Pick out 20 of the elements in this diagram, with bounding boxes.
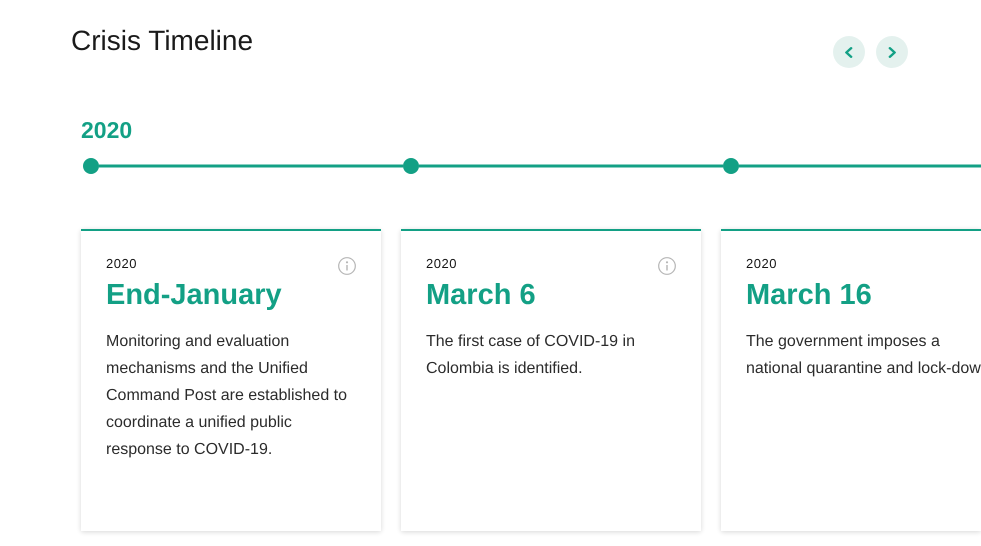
event-card: [401, 229, 701, 531]
timeline-dot: [83, 158, 99, 174]
event-card: [721, 229, 981, 531]
event-year: 2020: [106, 256, 137, 272]
event-description: Monitoring and evaluation mechanisms and the Unified Command Post are established to coordinate a unified public response to COVID-19.: [106, 332, 348, 460]
event-date: March 6: [426, 278, 536, 312]
page-title: Crisis Timeline: [71, 25, 254, 57]
event-card: [81, 229, 381, 531]
timeline-line: [419, 164, 723, 168]
timeline-line: [739, 164, 981, 168]
event-year: 2020: [426, 256, 457, 272]
event-year: 2020: [746, 256, 777, 272]
timeline-dot: [723, 158, 739, 174]
event-description: The first case of COVID-19 in Colombia is identified.: [426, 332, 636, 379]
event-date: End-January: [106, 278, 282, 312]
year-heading: 2020: [81, 117, 132, 144]
event-date: March 16: [746, 278, 872, 312]
timeline-dot: [403, 158, 419, 174]
timeline-line: [99, 164, 403, 168]
event-description: The government imposes a national quarantine and lock-dow: [746, 332, 981, 379]
